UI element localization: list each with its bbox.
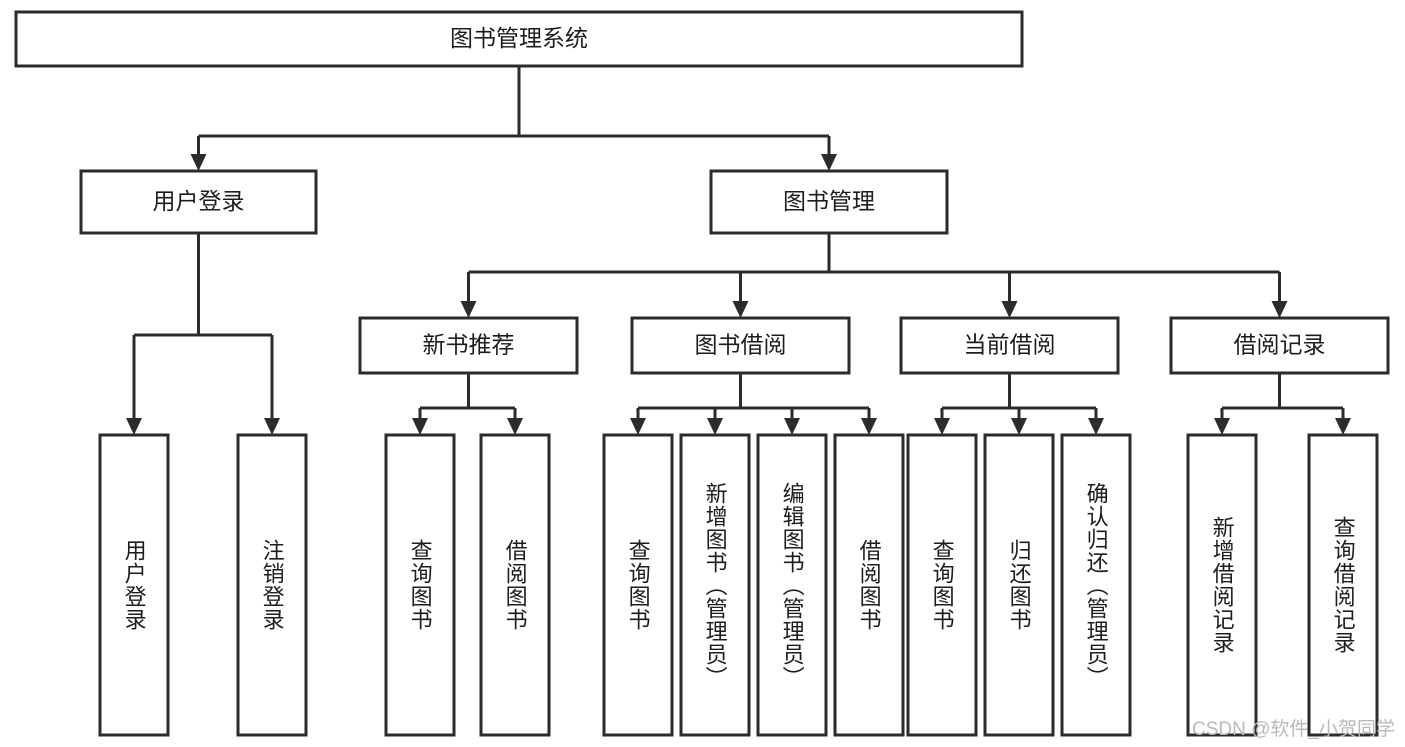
arrow-head-icon [1335, 418, 1351, 435]
node-box-leaf-0-0[interactable] [384, 433, 456, 737]
node-box-leaf-1-2[interactable] [756, 433, 828, 737]
arrow-head-icon [784, 418, 800, 435]
node-label-root: 图书管理系统 [450, 25, 588, 51]
node-box-level3-2[interactable] [899, 316, 1120, 375]
arrow-head-icon [190, 154, 207, 171]
watermark-text: CSDN @软件_小贺同学 [1192, 719, 1395, 740]
arrow-head-icon [821, 154, 837, 171]
node-box-leaf-1-3[interactable] [833, 433, 905, 737]
arrow-head-icon [1011, 418, 1027, 435]
node-box-level2-1[interactable] [709, 169, 949, 235]
node-box-leaf-3-0[interactable] [1186, 433, 1258, 737]
node-box-level3-1[interactable] [630, 316, 851, 375]
node-box-leaf-0-1[interactable] [479, 433, 551, 737]
connector-lines [126, 66, 1351, 435]
node-box-leaf-login-0[interactable] [98, 433, 170, 737]
arrow-head-icon [861, 418, 877, 435]
node-label-level3-0: 新书推荐 [423, 332, 515, 358]
arrow-head-icon [1088, 418, 1104, 435]
node-box-level2-0[interactable] [79, 169, 318, 235]
node-label-level2-0: 用户登录 [153, 188, 245, 214]
node-box-leaf-2-0[interactable] [906, 433, 978, 737]
arrow-head-icon [732, 301, 749, 318]
node-box-leaf-login-1[interactable] [236, 433, 308, 737]
node-label-level3-1: 图书借阅 [695, 332, 787, 358]
node-box-level3-3[interactable] [1169, 316, 1390, 375]
arrow-head-icon [1214, 418, 1230, 435]
node-box-leaf-1-1[interactable] [679, 433, 751, 737]
arrow-head-icon [460, 301, 477, 318]
arrow-head-icon [1001, 301, 1018, 318]
node-label-level2-1: 图书管理 [783, 188, 875, 214]
node-box-level3-0[interactable] [358, 316, 579, 375]
arrow-head-icon [126, 418, 142, 435]
node-box-root[interactable] [14, 10, 1024, 68]
arrow-head-icon [630, 418, 646, 435]
arrow-head-icon [1271, 301, 1288, 318]
arrow-head-icon [507, 418, 523, 435]
node-box-leaf-3-1[interactable] [1307, 433, 1379, 737]
arrow-head-icon [707, 418, 723, 435]
node-box-leaf-1-0[interactable] [602, 433, 674, 737]
arrow-head-icon [934, 418, 950, 435]
arrow-head-icon [412, 418, 428, 435]
node-box-leaf-2-1[interactable] [983, 433, 1055, 737]
node-boxes [14, 10, 1390, 737]
arrow-head-icon [264, 418, 280, 435]
node-label-level3-2: 当前借阅 [964, 332, 1056, 358]
node-label-level3-3: 借阅记录 [1234, 332, 1326, 358]
node-box-leaf-2-2[interactable] [1060, 433, 1132, 737]
